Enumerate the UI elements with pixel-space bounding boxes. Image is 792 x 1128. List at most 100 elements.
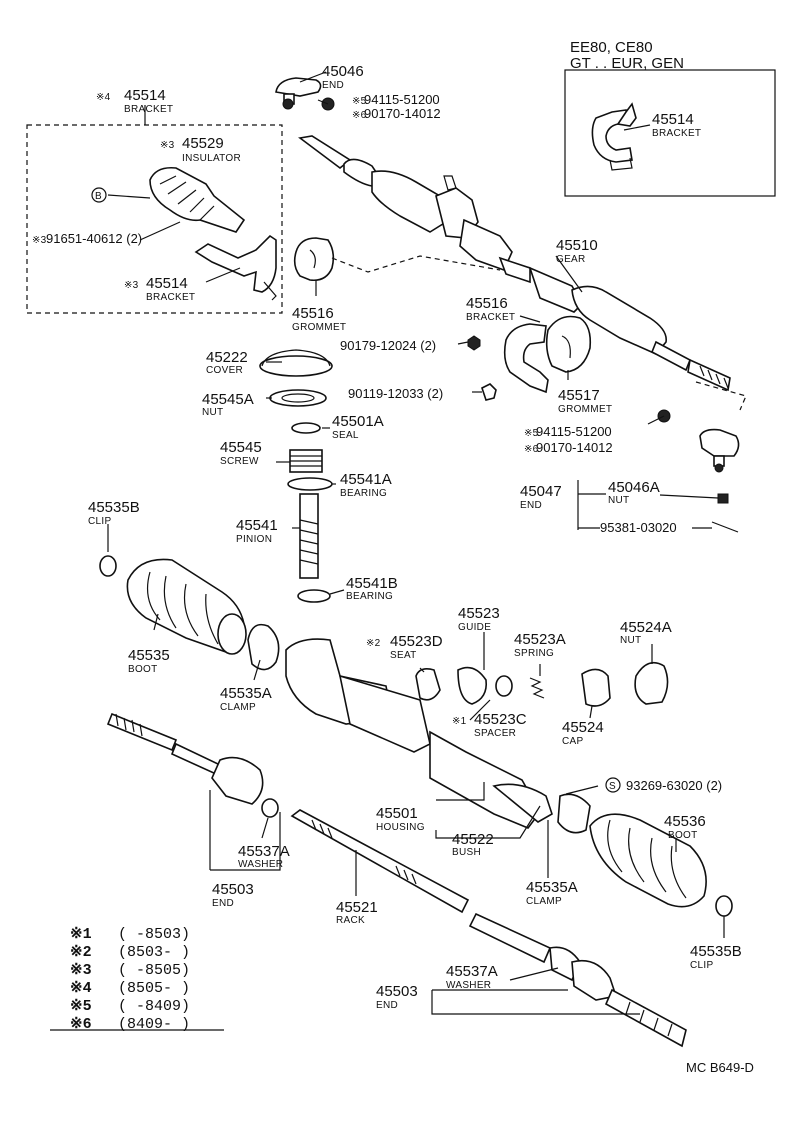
insulator-45529 xyxy=(149,166,246,233)
callout-45537A1-number: 45537A xyxy=(238,843,290,860)
legend: ※1 ( -8503) ※2 (8503- ) ※3 ( -8505) ※4 (… xyxy=(70,926,190,1033)
callout-45501-name: HOUSING xyxy=(376,822,425,833)
callout-45514b-mark: ※3 xyxy=(124,280,139,291)
callout-45535B2-number: 45535B xyxy=(690,943,742,960)
grommet-45516 xyxy=(293,237,335,282)
callout-45541-name: PINION xyxy=(236,534,272,545)
callout-45521-number: 45521 xyxy=(336,899,378,916)
pinion-stack xyxy=(259,349,333,603)
grommet-45517 xyxy=(545,315,592,373)
variant-line-2: GT . . EUR, GEN xyxy=(570,55,684,72)
callout-45524-number: 45524 xyxy=(562,719,604,736)
leader-lines xyxy=(107,71,725,1015)
callout-45501A-number: 45501A xyxy=(332,413,384,430)
callout-45503b-number: 45503 xyxy=(376,983,418,1000)
callout-45516b-number: 45516 xyxy=(466,295,508,312)
marker-b-circle xyxy=(91,187,107,203)
callout-45545-number: 45545 xyxy=(220,439,262,456)
callout-45545-name: SCREW xyxy=(220,456,259,467)
variant-box-frame xyxy=(564,69,776,197)
callout-45522-name: BUSH xyxy=(452,847,481,858)
callout-45535A1-name: CLAMP xyxy=(220,702,256,713)
variant-line-1: EE80, CE80 xyxy=(570,39,653,56)
callout-45046A-name: NUT xyxy=(608,495,629,506)
callout-45541B-number: 45541B xyxy=(346,575,398,592)
callout-91651-number: 91651-40612 (2) xyxy=(46,231,142,246)
callout-45523C-number: 45523C xyxy=(474,711,527,728)
bolt-90119 xyxy=(481,383,497,401)
callout-45047-number: 45047 xyxy=(520,483,562,500)
legend-mark-1: ※1 xyxy=(70,926,92,943)
marker-s-circle xyxy=(605,777,621,793)
callout-45524A-number: 45524A xyxy=(620,619,672,636)
callout-45517-number: 45517 xyxy=(558,387,600,404)
legend-range-3: ( -8505) xyxy=(118,962,190,979)
callout-45047-name: END xyxy=(520,500,542,511)
callout-45046-name: END xyxy=(322,80,344,91)
locknut-part xyxy=(634,661,669,705)
bracket-group-frame xyxy=(26,124,283,314)
callout-45516a-number: 45516 xyxy=(292,305,334,322)
callout-45545A-name: NUT xyxy=(202,407,223,418)
callout-45503a-name: END xyxy=(212,898,234,909)
callout-93269-mark: S xyxy=(609,781,616,792)
callout-45516a-name: GROMMET xyxy=(292,322,346,333)
legend-mark-4: ※4 xyxy=(70,980,92,997)
nut-45046a xyxy=(717,493,729,504)
callout-45523-name: GUIDE xyxy=(458,622,491,633)
callout-90179-number: 90179-12024 (2) xyxy=(340,338,436,353)
callout-90119-number: 90119-12033 (2) xyxy=(348,386,443,401)
callout-45535-number: 45535 xyxy=(128,647,170,664)
callout-45516b-name: BRACKET xyxy=(466,312,515,323)
callout-45535-name: BOOT xyxy=(128,664,158,675)
cotter-pin xyxy=(711,521,739,533)
callout-45514c-number: 45514 xyxy=(652,111,694,128)
callout-45503a-number: 45503 xyxy=(212,881,254,898)
callout-45046A-number: 45046A xyxy=(608,479,660,496)
marker-b-label: B xyxy=(95,191,102,202)
callout-95381-number: 95381-03020 xyxy=(600,520,677,535)
left-tie-rod xyxy=(106,712,279,818)
callout-94115b-number: 94115-51200 xyxy=(536,424,612,439)
legend-mark-2: ※2 xyxy=(70,944,92,961)
callout-45545A-number: 45545A xyxy=(202,391,254,408)
callout-45222-number: 45222 xyxy=(206,349,248,366)
callout-90170a-number: 90170-14012 xyxy=(364,106,441,121)
callout-45535B1-name: CLIP xyxy=(88,516,111,527)
spring-part xyxy=(529,677,545,699)
callout-45524-name: CAP xyxy=(562,736,583,747)
bracket-45514-lower xyxy=(194,234,277,301)
callout-45523C-name: SPACER xyxy=(474,728,516,739)
callout-45510-number: 45510 xyxy=(556,237,598,254)
callout-45503b-name: END xyxy=(376,1000,398,1011)
callout-45523D-mark: ※2 xyxy=(366,638,381,649)
callout-45535B1-number: 45535B xyxy=(88,499,140,516)
gear-housing xyxy=(285,638,553,829)
variant-bracket-45514 xyxy=(591,102,637,171)
callout-94115a-number: 94115-51200 xyxy=(364,92,440,107)
callout-45536-number: 45536 xyxy=(664,813,706,830)
rack-bar xyxy=(290,809,687,1048)
right-boot xyxy=(557,793,733,917)
callout-45523C-mark: ※1 xyxy=(452,716,467,727)
tie-rod-end-top xyxy=(275,77,322,110)
callout-45535A2-name: CLAMP xyxy=(526,896,562,907)
callout-45510-name: GEAR xyxy=(556,254,586,265)
callout-90170a-mark: ※6 xyxy=(352,110,367,121)
callout-45541B-name: BEARING xyxy=(346,591,393,602)
bracket-45516-right xyxy=(503,323,549,394)
drawing-layer xyxy=(26,69,776,1048)
callout-93269-number: 93269-63020 (2) xyxy=(626,778,722,793)
callout-94115a-mark: ※5 xyxy=(352,96,367,107)
callout-91651-mark: ※3 xyxy=(32,235,47,246)
legend-range-5: ( -8409) xyxy=(118,998,190,1015)
callout-45523A-number: 45523A xyxy=(514,631,566,648)
legend-range-6: (8409- ) xyxy=(118,1016,190,1033)
guide-part xyxy=(457,666,488,705)
legend-range-4: (8505- ) xyxy=(118,980,190,997)
callout-45514a-number: 45514 xyxy=(124,87,166,104)
legend-mark-5: ※5 xyxy=(70,998,92,1015)
drawing-code: MC B649-D xyxy=(686,1060,754,1075)
